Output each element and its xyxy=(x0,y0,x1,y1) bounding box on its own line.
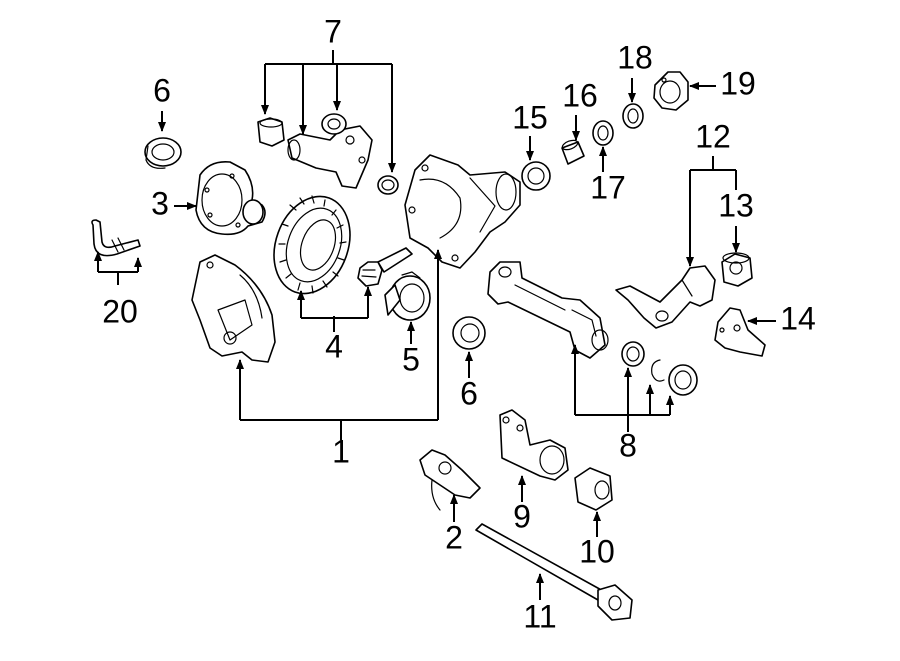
callout-14: 14 xyxy=(780,300,816,336)
callout-6-lower: 6 xyxy=(460,375,478,411)
part-1-carrier-housing xyxy=(404,154,521,269)
part-10-bushing xyxy=(574,467,613,511)
part-7-seal xyxy=(321,113,347,135)
callout-11: 11 xyxy=(523,598,556,634)
part-15-seal xyxy=(521,161,551,191)
callout-16: 16 xyxy=(562,77,598,113)
callout-labels: 1 2 3 4 5 6 6 7 8 9 10 11 12 13 14 15 16… xyxy=(102,13,816,634)
part-8-snap-ring xyxy=(651,359,665,382)
part-14-bracket xyxy=(714,307,766,357)
part-11-axle-shaft xyxy=(475,523,633,621)
part-16-spacer xyxy=(561,139,585,165)
part-6-seal-lower xyxy=(452,316,486,350)
part-2-actuator xyxy=(419,449,481,511)
part-12-mounting-arm xyxy=(615,265,716,329)
part-17-ring xyxy=(592,120,614,146)
part-4-pinion-gear xyxy=(357,247,413,287)
callout-2: 2 xyxy=(445,519,463,555)
part-4-ring-gear xyxy=(273,195,351,295)
callout-17: 17 xyxy=(590,169,626,205)
part-19-flange xyxy=(653,71,689,111)
part-8-bearing xyxy=(668,364,698,396)
callout-3: 3 xyxy=(151,185,169,221)
leader-lines xyxy=(94,50,776,600)
callout-8: 8 xyxy=(619,427,637,463)
part-13-bushing xyxy=(721,252,753,287)
part-8-axle-tube xyxy=(487,261,609,359)
callout-19: 19 xyxy=(720,65,756,101)
callout-13: 13 xyxy=(718,187,754,223)
callout-5: 5 xyxy=(402,341,420,377)
part-20-vent-hose xyxy=(91,219,141,257)
callout-1: 1 xyxy=(332,433,350,469)
callout-6-upper: 6 xyxy=(153,72,171,108)
callout-20: 20 xyxy=(102,293,138,329)
part-18-ring xyxy=(622,103,644,129)
part-7-bracket xyxy=(287,125,373,189)
part-8-seal xyxy=(621,341,645,367)
part-7-bushing xyxy=(257,117,285,147)
part-1-housing-cover xyxy=(191,254,276,363)
callout-10: 10 xyxy=(579,533,615,569)
part-5-bearing xyxy=(384,271,431,321)
callout-9: 9 xyxy=(513,498,531,534)
part-7-o-ring xyxy=(377,175,399,195)
callout-4: 4 xyxy=(325,328,343,364)
part-3-differential-case xyxy=(195,160,266,236)
callout-12: 12 xyxy=(695,118,731,154)
callout-15: 15 xyxy=(512,99,548,135)
part-9-bracket xyxy=(499,409,569,481)
callout-7: 7 xyxy=(324,13,342,49)
callout-18: 18 xyxy=(617,39,653,75)
part-6-seal-upper xyxy=(144,137,182,169)
